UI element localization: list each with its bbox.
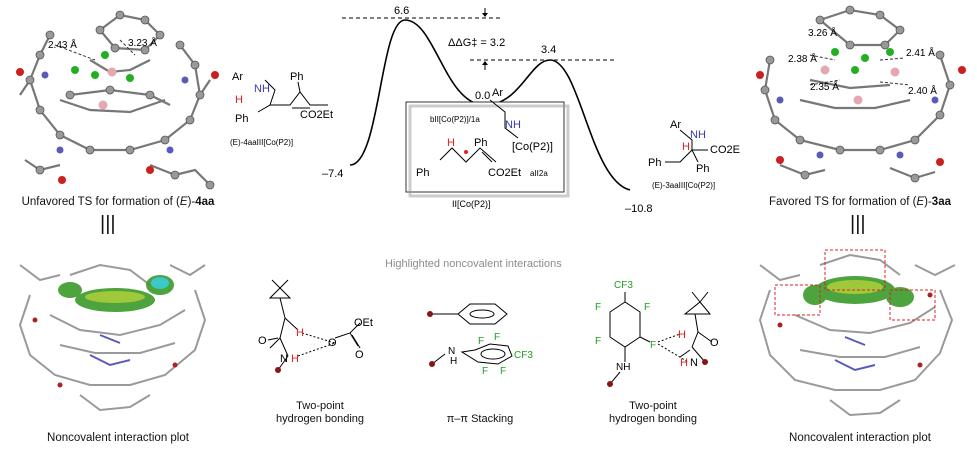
unfavored-ts-caption: Unfavored TS for formation of (E)-4aa <box>21 196 215 208</box>
cf3-label: CF3 <box>614 280 633 291</box>
cf3-label: CF3 <box>514 350 533 361</box>
ester-label: CO2Et <box>710 144 740 156</box>
hb1-caption-line1: Two-point <box>296 400 344 412</box>
o-label: O <box>355 349 364 361</box>
ts2-energy: 3.4 <box>541 44 556 56</box>
ph-label: Ph <box>696 163 709 175</box>
highlighted-interactions-title: Highlighted noncovalent interactions <box>385 258 562 270</box>
box-top-label: bII[Co(P2)]/1a <box>430 115 480 124</box>
hydrogen-bonding-structure-1: H O N H O OEt O <box>258 279 373 373</box>
distance-label: 3.26 Å <box>808 26 837 39</box>
ester-label: CO2Et <box>300 109 333 121</box>
oet-label: OEt <box>354 317 373 329</box>
hb1-caption-line2: hydrogen bonding <box>275 413 365 425</box>
h-label: H <box>296 327 304 339</box>
distance-label: 2.38 Å <box>788 52 817 65</box>
energy-profile: 6.6 3.4 0.0 –7.4 –10.8 ΔΔG‡ = 3.2 Ar NH … <box>230 5 740 215</box>
f-label: F <box>595 336 601 347</box>
distance-label: 2.41 Å <box>906 46 935 59</box>
ts1-energy: 6.6 <box>394 5 409 17</box>
nh-label: NH <box>690 129 706 141</box>
down-arrow-right: ||| <box>850 213 866 235</box>
distance-label: 2.43 Å <box>48 38 77 51</box>
ar-label: Ar <box>670 119 681 131</box>
nci-left-caption: Noncovalent interaction plot <box>47 432 189 444</box>
ester-label: CO2Et <box>488 167 521 179</box>
ph-label: Ph <box>648 157 661 169</box>
down-arrow-left: ||| <box>100 213 116 235</box>
f-label: F <box>595 302 601 313</box>
favored-ts-caption: Favored TS for formation of (E)-3aa <box>769 196 951 208</box>
ar-label: Ar <box>232 71 243 83</box>
h-label: H <box>291 353 299 365</box>
intermediate-energy: 0.0 <box>475 90 490 102</box>
ph-label: Ph <box>474 137 487 149</box>
distance-label: 2.35 Å <box>810 80 839 93</box>
left-product-label: (E)-4aaIII[Co(P2)] <box>230 138 293 147</box>
hb2-caption-line2: hydrogen bonding <box>608 413 698 425</box>
right-product-energy: –10.8 <box>625 203 653 215</box>
h-label: H <box>450 356 457 367</box>
right-product-label: (E)-3aaIII[Co(P2)] <box>652 181 715 190</box>
n-label: N <box>280 353 288 365</box>
o-label: O <box>710 337 719 349</box>
h-label: H <box>235 94 243 106</box>
h-label: H <box>682 141 690 153</box>
left-product-energy: –7.4 <box>322 168 343 180</box>
ar-label: Ar <box>492 87 503 99</box>
distance-label: 3.23 Å <box>128 36 157 49</box>
n-label: N <box>448 346 455 357</box>
h-label: H <box>680 357 688 369</box>
pi-stacking-structure: N H F F CF3 F F <box>427 303 533 377</box>
f-label: F <box>650 340 656 351</box>
pi-stacking-caption: π–π Stacking <box>446 413 514 425</box>
unfavored-ts-structure: 2.43 Å 3.23 Å <box>16 10 219 190</box>
h-label: H <box>447 137 455 149</box>
h-label: H <box>678 329 686 341</box>
box-bottom-label: aII2a <box>530 169 548 178</box>
ddg-label: ΔΔG‡ = 3.2 <box>448 37 505 49</box>
hb2-caption-line1: Two-point <box>629 400 677 412</box>
nh-label: NH <box>505 119 521 131</box>
ph-label: Ph <box>416 167 429 179</box>
f-label: F <box>500 366 506 377</box>
f-label: F <box>482 366 488 377</box>
ph-label: Ph <box>235 113 248 125</box>
nh-label: NH <box>254 83 270 95</box>
nci-right-caption: Noncovalent interaction plot <box>789 432 931 444</box>
f-label: F <box>644 302 650 313</box>
favored-ts-structure: 3.26 Å 2.38 Å 2.41 Å 2.35 Å 2.40 Å <box>756 5 966 183</box>
n-label: N <box>690 357 698 369</box>
f-label: F <box>494 332 500 343</box>
o-label: O <box>258 335 267 347</box>
distance-label: 2.40 Å <box>908 84 937 97</box>
nh-label: NH <box>616 362 630 373</box>
nci-plot-left <box>18 263 207 412</box>
ph-label: Ph <box>290 71 303 83</box>
o-label: O <box>328 337 337 349</box>
f-label: F <box>478 336 484 347</box>
nci-plot-right <box>758 249 956 417</box>
below-box-label: II[Co(P2)] <box>452 199 491 209</box>
co-label: [Co(P2)] <box>512 141 553 153</box>
hydrogen-bonding-structure-2: CF3 F F F F NH H O H N <box>595 280 719 387</box>
